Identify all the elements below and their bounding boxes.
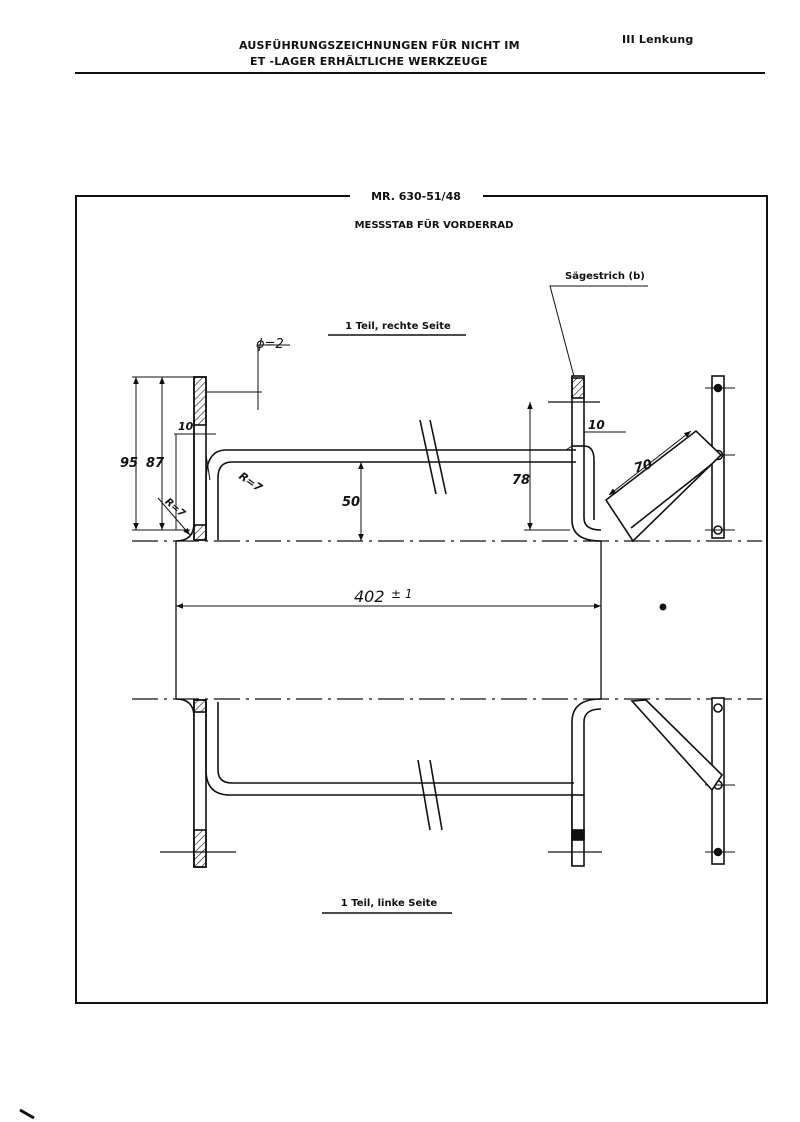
dim-10-left: 10 xyxy=(178,420,194,433)
dim-402: 402 xyxy=(354,587,385,606)
scan-mark xyxy=(19,1108,35,1120)
center-dot-mark xyxy=(659,603,667,611)
drawing-number: MR. 630-51/48 xyxy=(371,190,461,203)
header-rule xyxy=(75,72,765,74)
saw-line-leader xyxy=(549,285,648,385)
dim-diameter: ϕ=2 xyxy=(256,337,284,352)
bottom-part-body xyxy=(175,698,602,868)
dim-95: 95 xyxy=(120,456,138,471)
top-part-body xyxy=(175,375,602,542)
center-lines xyxy=(132,540,762,700)
dim-10-right: 10 xyxy=(588,418,605,432)
header-title-line2: ET -LAGER ERHÄLTLICHE WERKZEUGE xyxy=(250,55,488,68)
dim-70: 70 xyxy=(633,457,654,476)
drawing-frame xyxy=(75,195,768,1004)
drawing-title: MESSSTAB FÜR VORDERRAD xyxy=(355,217,514,231)
top-angle-view xyxy=(604,375,735,543)
top-part-label: 1 Teil, rechte Seite xyxy=(345,321,451,332)
bottom-angle-view xyxy=(630,697,735,865)
saw-line-note: Sägestrich (b) xyxy=(565,271,645,282)
dim-tolerance: ± 1 xyxy=(391,587,413,601)
dim-r7-inner: R=7 xyxy=(236,469,264,494)
dim-78: 78 xyxy=(512,473,530,488)
dim-50: 50 xyxy=(342,495,360,510)
bottom-part-label: 1 Teil, linke Seite xyxy=(341,898,438,909)
plate-base-lines xyxy=(160,401,602,853)
header-title-line1: AUSFÜHRUNGSZEICHNUNGEN FÜR NICHT IM xyxy=(239,39,520,52)
extension-lines xyxy=(175,541,602,699)
dim-87: 87 xyxy=(146,456,165,471)
header-section: III Lenkung xyxy=(622,33,694,46)
dimension-lines xyxy=(132,344,692,609)
